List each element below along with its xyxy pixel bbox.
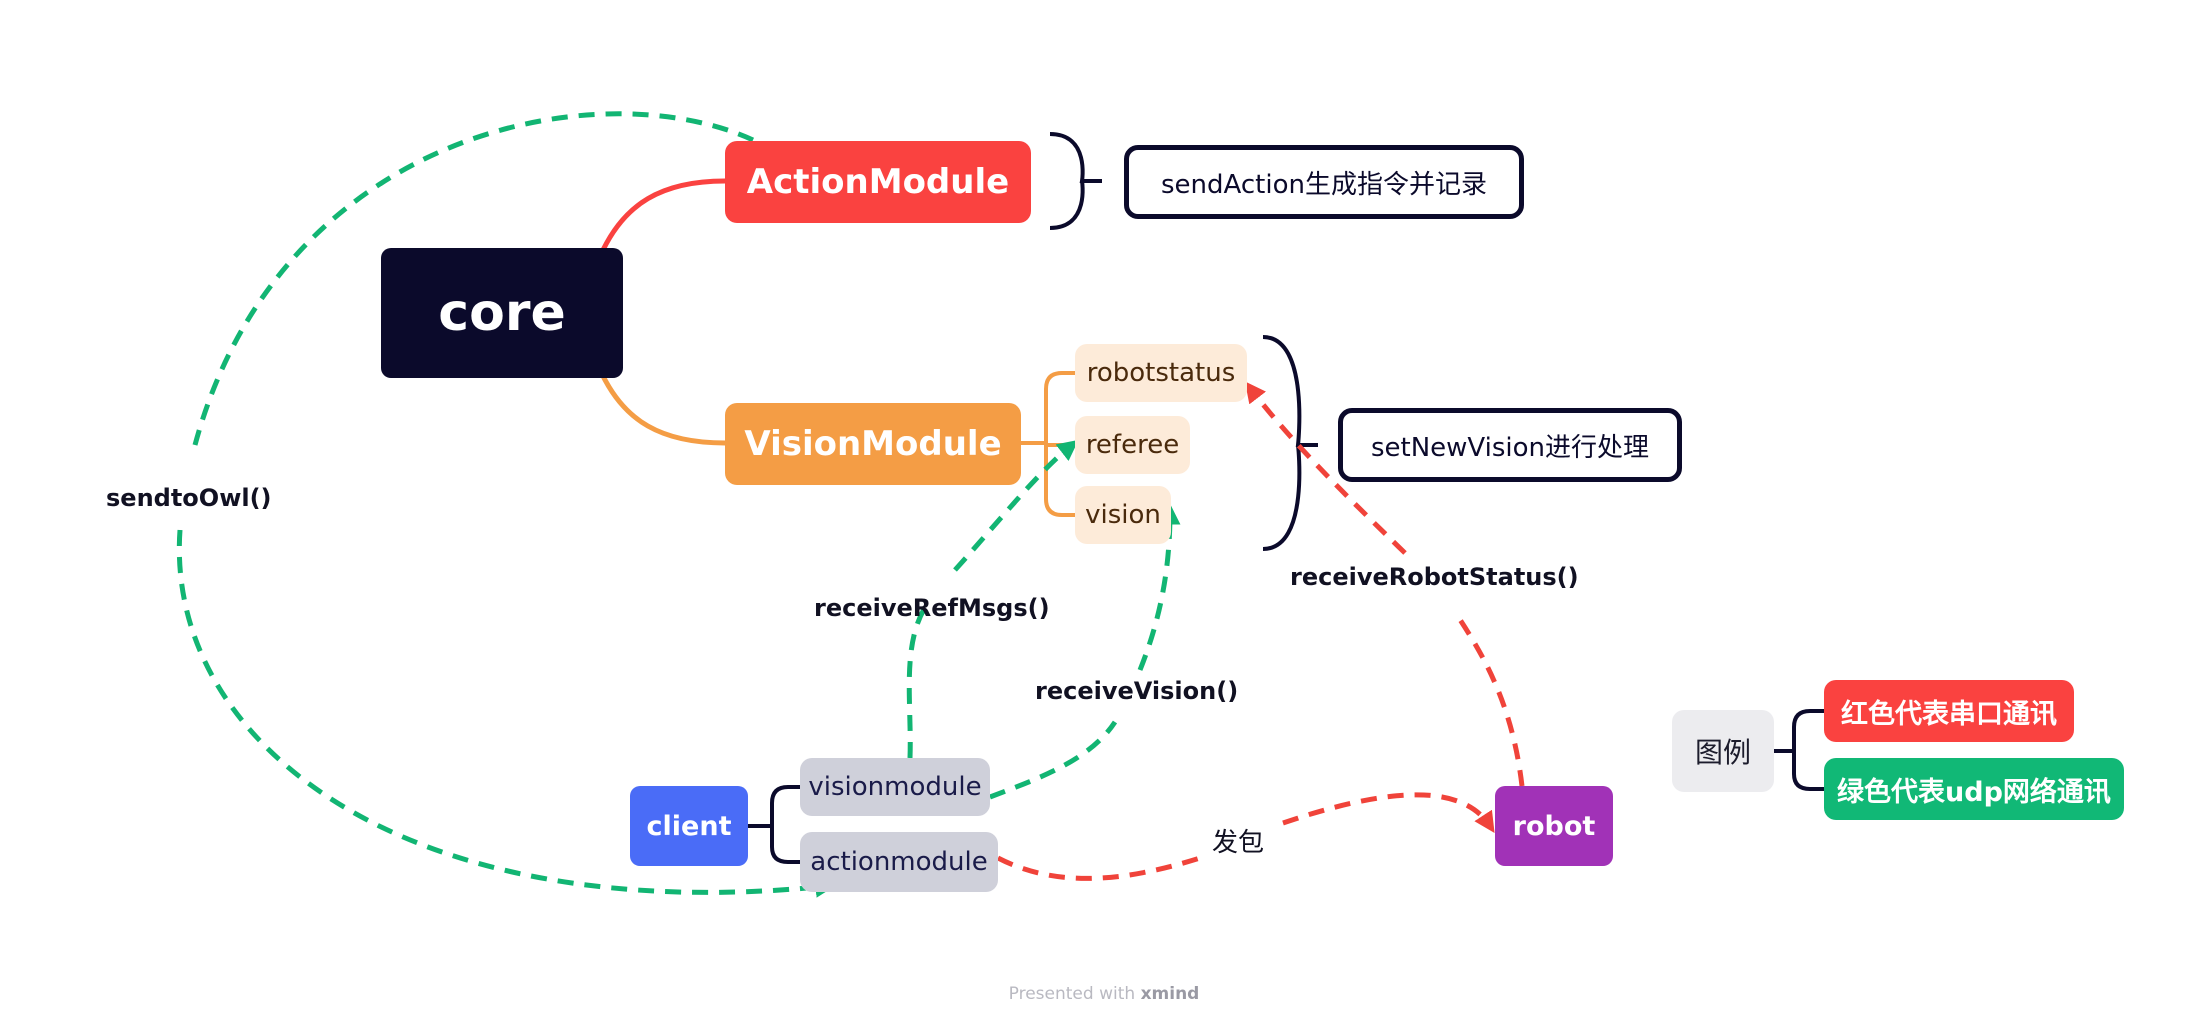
branch-core-to-action [600,178,726,252]
legend-title-node[interactable]: 图例 [1672,710,1774,792]
label-receive-robot-status: receiveRobotStatus() [1290,563,1579,591]
label-receive-vision: receiveVision() [1035,677,1239,705]
label-send-packet: 发包 [1212,828,1265,858]
client-visionmodule-node[interactable]: visionmodule [800,758,990,816]
brace-vision-callout [1262,335,1318,551]
robotstatus-node[interactable]: robotstatus [1075,344,1247,402]
branch-core-to-vision [600,374,726,446]
presented-with-footer: Presented with xmind [0,984,2208,1004]
edge-receive-ref-msgs [906,445,1072,759]
branch-vision-subnodes [1021,371,1075,517]
branch-legend-items [1774,709,1824,791]
action-module-node[interactable]: ActionModule [725,141,1031,223]
brace-action-callout [1049,132,1102,230]
edge-receive-vision [989,512,1170,800]
core-node[interactable]: core [381,248,623,378]
legend-red-item[interactable]: 红色代表串口通讯 [1824,680,2074,742]
branch-client-subnodes [748,785,800,864]
edge-send-to-owl [176,111,828,893]
vision-module-node[interactable]: VisionModule [725,403,1021,485]
xmind-logo: xmind [1140,984,1200,1004]
robot-node[interactable]: robot [1495,786,1613,866]
client-actionmodule-node[interactable]: actionmodule [800,832,998,892]
legend-green-item[interactable]: 绿色代表udp网络通讯 [1824,758,2124,820]
vision-node[interactable]: vision [1075,486,1171,544]
edge-send-packet [996,792,1490,881]
footer-prefix: Presented with [1008,984,1136,1004]
client-node[interactable]: client [630,786,748,866]
edge-receive-robot-status [1250,388,1525,787]
label-send-to-owl: sendtoOwl() [106,484,272,512]
label-receive-ref-msgs: receiveRefMsgs() [814,594,1050,622]
set-new-vision-callout[interactable]: setNewVision进行处理 [1338,408,1682,482]
referee-node[interactable]: referee [1075,416,1190,474]
send-action-callout[interactable]: sendAction生成指令并记录 [1124,145,1524,219]
